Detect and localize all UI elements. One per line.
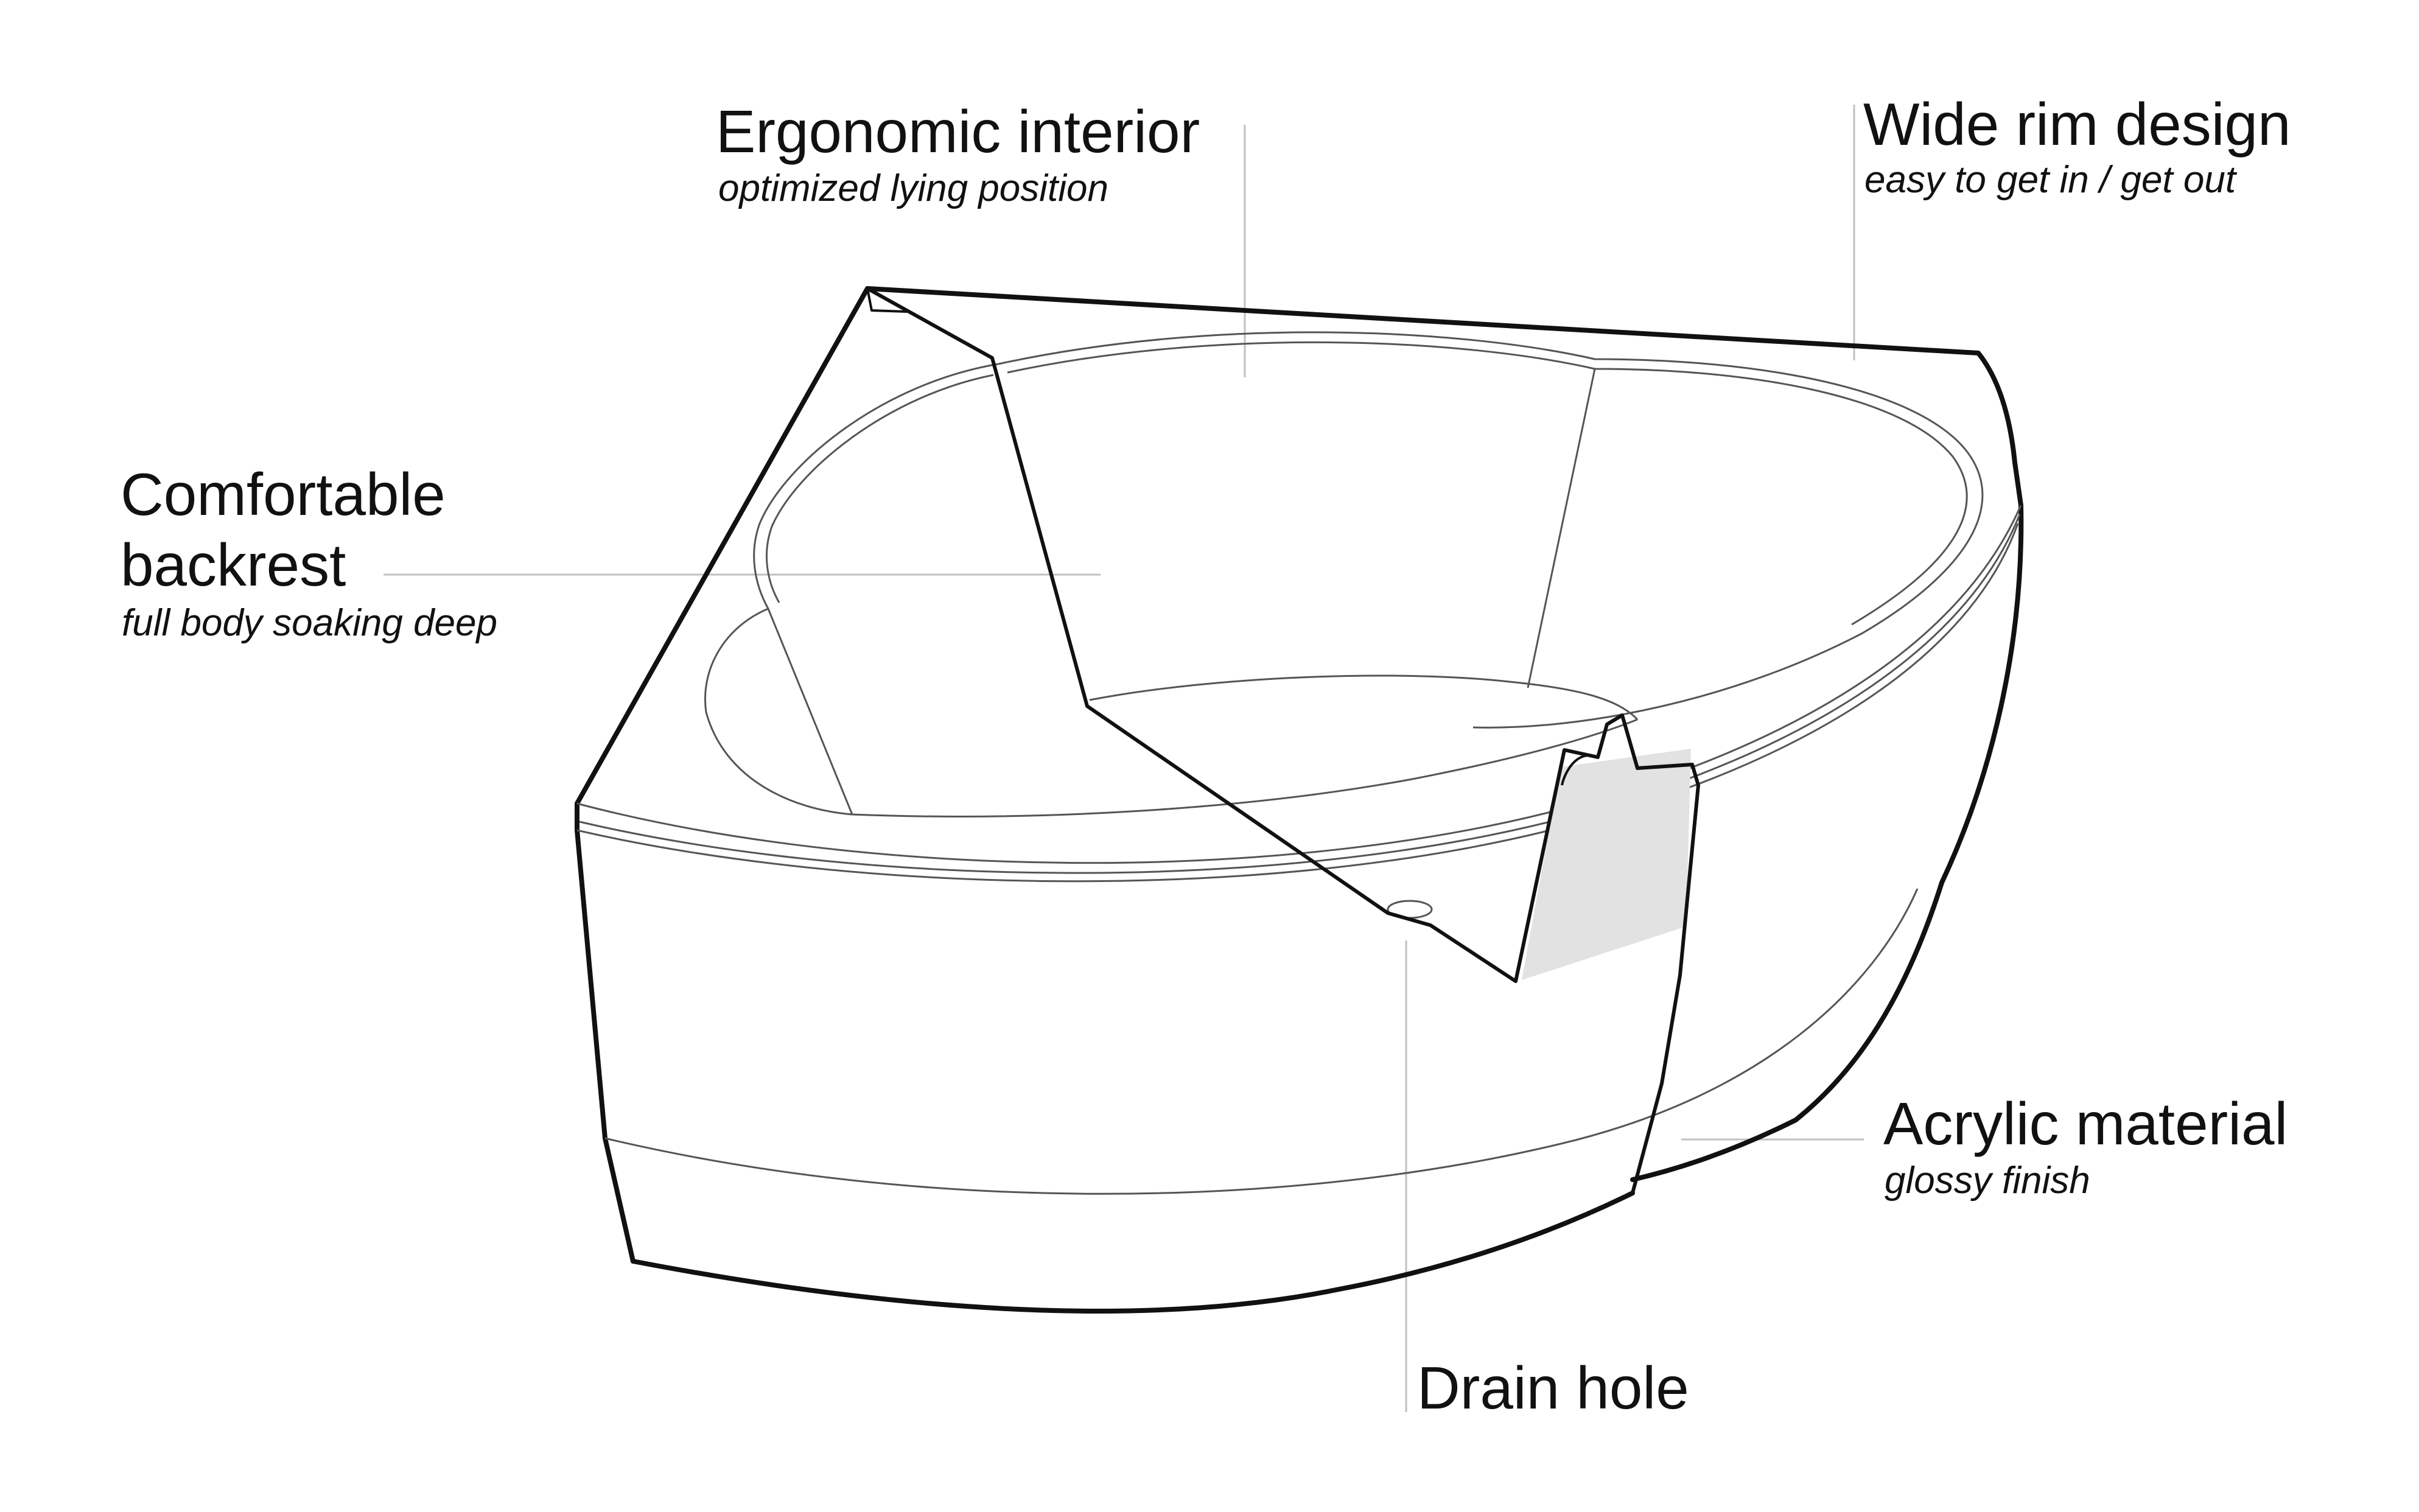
rim-title: Wide rim design [1863,91,2291,158]
rim-edge-lines [577,505,2021,1194]
ergonomic-title: Ergonomic interior [716,98,1200,165]
acrylic-title: Acrylic material [1883,1090,2288,1157]
rim-subtitle: easy to get in / get out [1864,159,2238,201]
backrest-title-line2: backrest [121,531,346,598]
section-lip [867,289,1598,785]
callout-labels: Ergonomic interior optimized lying posit… [121,91,2291,1421]
tub-left-side [577,803,633,1261]
drain-title: Drain hole [1417,1354,1689,1421]
tub-interior [705,332,1982,918]
backrest-subtitle: full body soaking deep [122,602,497,644]
backrest-title-line1: Comfortable [121,461,446,528]
acrylic-subtitle: glossy finish [1885,1160,2090,1202]
ergonomic-subtitle: optimized lying position [718,167,1108,209]
tub-bottom [633,1193,1633,1311]
section-fill [1522,749,1691,980]
tub-outer-body [577,289,2021,1311]
